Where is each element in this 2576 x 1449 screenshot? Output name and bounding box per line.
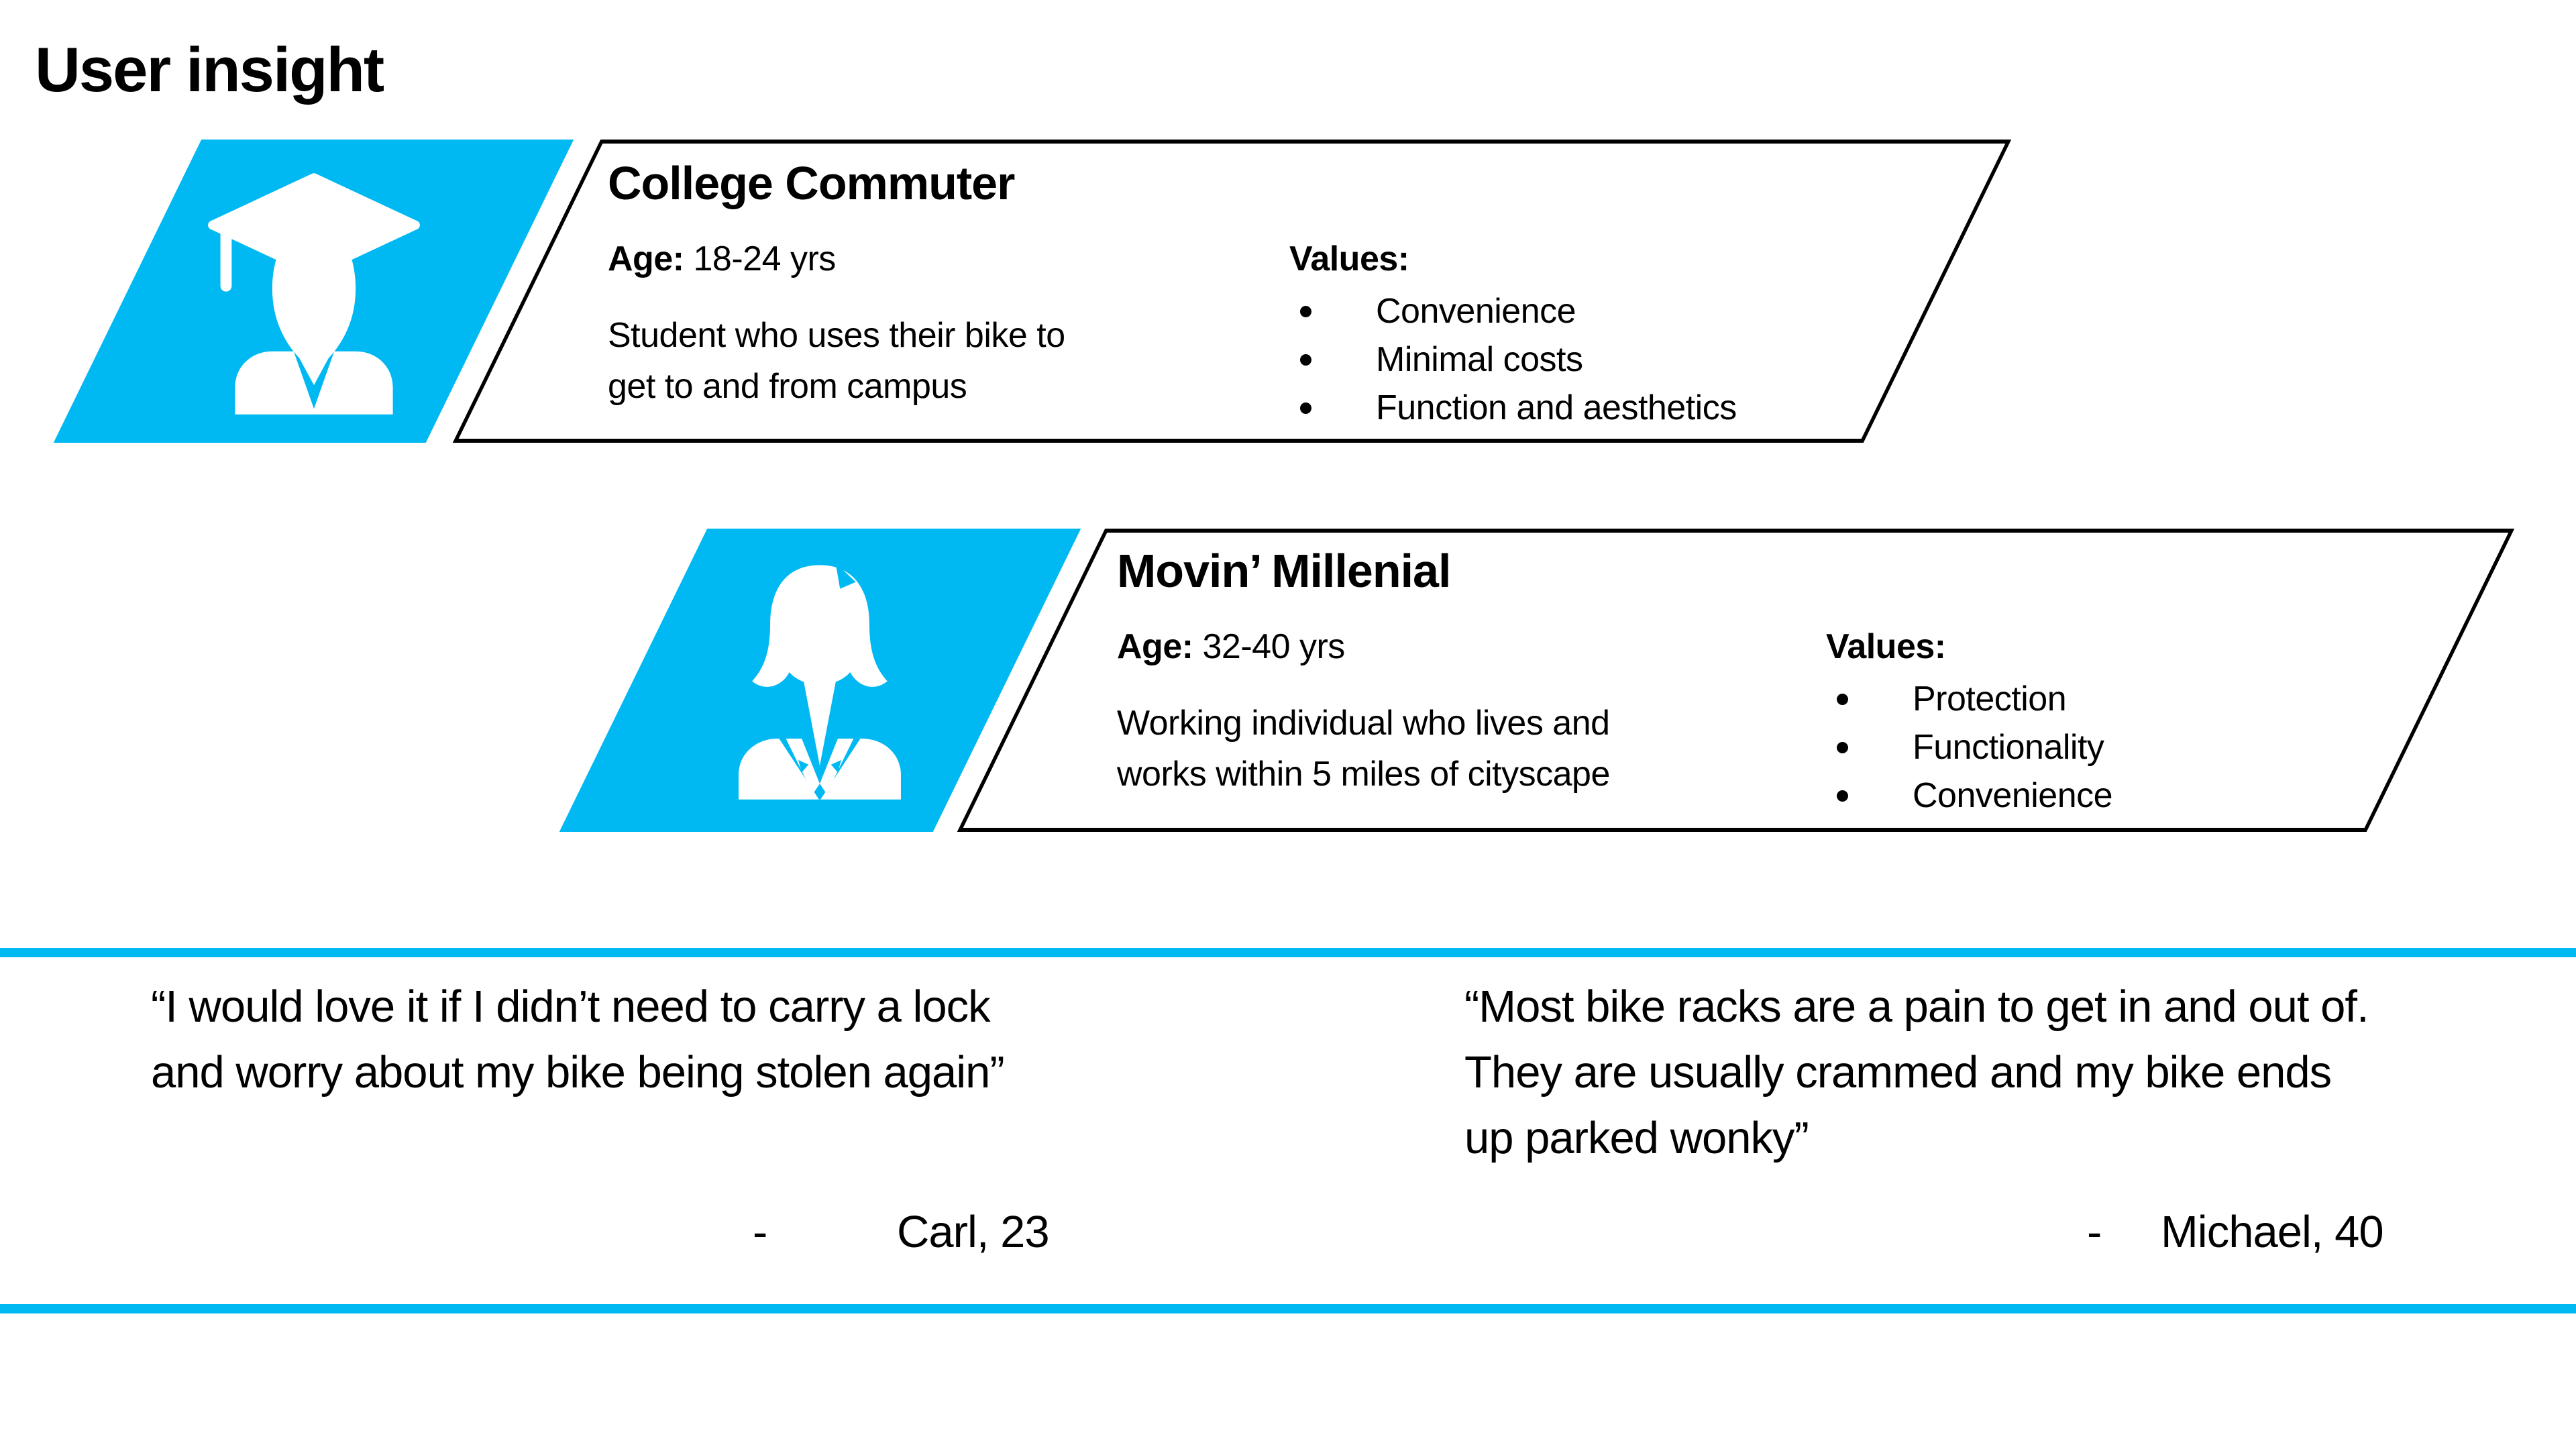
persona1-values-label: Values: bbox=[1289, 239, 1409, 278]
persona1-name: College Commuter bbox=[608, 157, 1015, 209]
bullet-icon bbox=[1300, 354, 1311, 366]
quote2-dash: - bbox=[2087, 1207, 2102, 1257]
value-item: Convenience bbox=[1300, 287, 1737, 335]
description-line: get to and from campus bbox=[608, 367, 967, 406]
page-title: User insight bbox=[35, 34, 384, 105]
value-label: Function and aesthetics bbox=[1376, 388, 1737, 427]
value-label: Minimal costs bbox=[1376, 340, 1583, 379]
value-item: Function and aesthetics bbox=[1300, 384, 1737, 432]
divider-line-bottom bbox=[0, 1304, 2576, 1313]
persona2-name: Movin’ Millenial bbox=[1117, 545, 1451, 597]
quote2-text: “Most bike racks are a pain to get in an… bbox=[1464, 974, 2369, 1171]
age-value: 18-24 yrs bbox=[693, 239, 837, 278]
persona1-values-list: Convenience Minimal costs Function and a… bbox=[1300, 287, 1737, 432]
persona2-age: Age: 32-40 yrs bbox=[1117, 626, 1345, 667]
value-item: Protection bbox=[1837, 675, 2112, 723]
bullet-icon bbox=[1837, 693, 1848, 705]
value-label: Convenience bbox=[1376, 292, 1576, 331]
persona2-values-label: Values: bbox=[1826, 627, 1946, 666]
value-item: Minimal costs bbox=[1300, 335, 1737, 384]
bullet-icon bbox=[1837, 790, 1848, 802]
value-label: Convenience bbox=[1913, 776, 2113, 815]
age-label: Age: bbox=[608, 239, 684, 278]
quote1-text: “I would love it if I didn’t need to car… bbox=[151, 974, 1005, 1106]
persona1-description: Student who uses their bike to get to an… bbox=[608, 310, 1065, 412]
bullet-icon bbox=[1837, 741, 1848, 753]
bullet-icon bbox=[1300, 305, 1311, 317]
quote1-author: Carl, 23 bbox=[897, 1207, 1050, 1257]
divider-line-top bbox=[0, 948, 2576, 957]
description-line: works within 5 miles of cityscape bbox=[1117, 755, 1610, 794]
value-label: Functionality bbox=[1913, 728, 2104, 767]
businesswoman-icon bbox=[739, 563, 901, 800]
age-value: 32-40 yrs bbox=[1202, 627, 1346, 666]
age-label: Age: bbox=[1117, 627, 1193, 666]
bullet-icon bbox=[1300, 402, 1311, 414]
quote-line: up parked wonky” bbox=[1464, 1113, 1809, 1163]
persona1-age: Age: 18-24 yrs bbox=[608, 238, 836, 280]
quote1-dash: - bbox=[753, 1207, 767, 1257]
quote-line: and worry about my bike being stolen aga… bbox=[151, 1047, 1005, 1097]
value-item: Functionality bbox=[1837, 723, 2112, 771]
quote-line: “I would love it if I didn’t need to car… bbox=[151, 981, 991, 1032]
description-line: Student who uses their bike to bbox=[608, 316, 1065, 355]
quote2-author: Michael, 40 bbox=[2161, 1207, 2384, 1257]
description-line: Working individual who lives and bbox=[1117, 704, 1610, 743]
graduate-icon bbox=[208, 173, 420, 415]
quote-line: “Most bike racks are a pain to get in an… bbox=[1464, 981, 2369, 1032]
value-item: Convenience bbox=[1837, 771, 2113, 820]
persona2-values-list: Protection Functionality Convenience bbox=[1837, 675, 2113, 820]
quote-line: They are usually crammed and my bike end… bbox=[1464, 1047, 2332, 1097]
persona2-description: Working individual who lives and works w… bbox=[1117, 698, 1610, 800]
value-label: Protection bbox=[1913, 680, 2067, 718]
